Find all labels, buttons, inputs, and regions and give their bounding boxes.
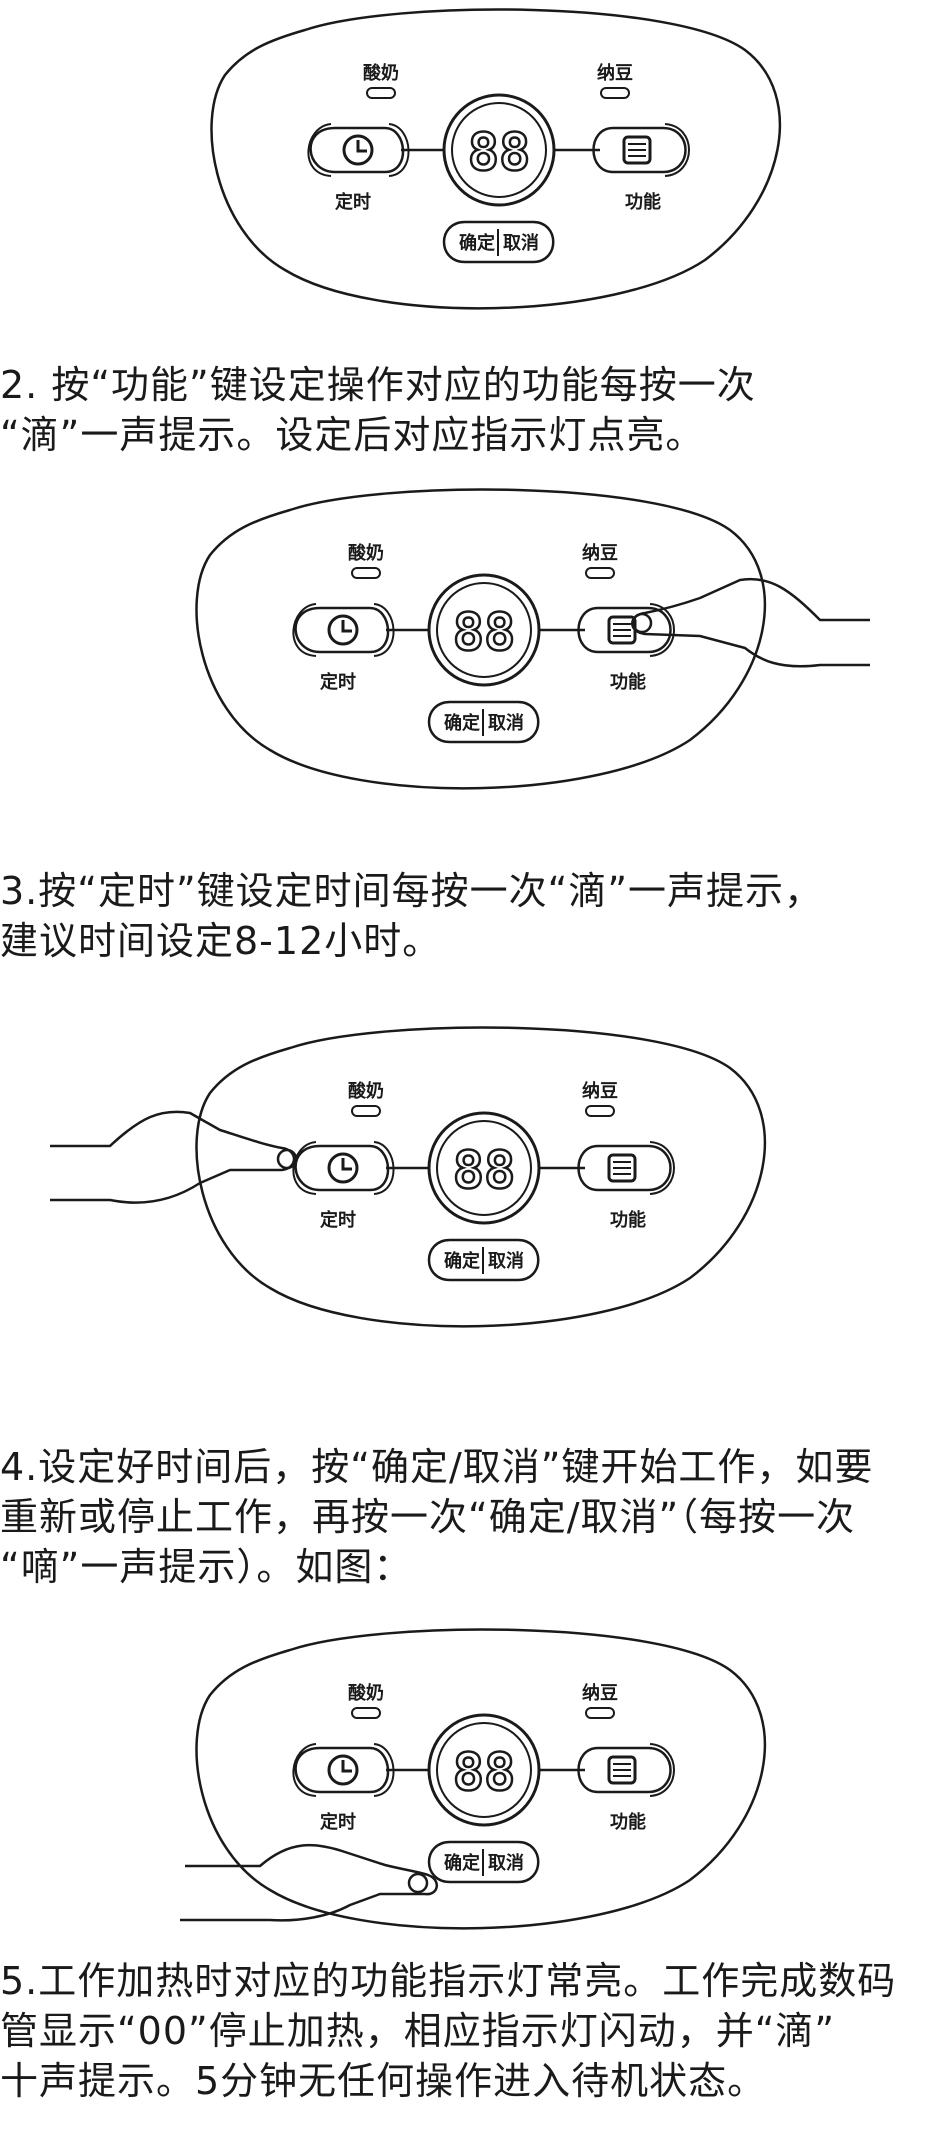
natto-indicator: 纳豆: [582, 542, 618, 579]
function-button[interactable]: [592, 123, 690, 177]
digital-display: 88: [427, 1111, 541, 1225]
yogurt-indicator: 酸奶: [348, 1080, 384, 1117]
panel-outline: [195, 1026, 767, 1328]
yogurt-label: 酸奶: [348, 542, 384, 564]
step-2-line-2: “滴”一声提示。设定后对应指示灯点亮。: [0, 413, 705, 457]
timer-button[interactable]: [292, 1141, 395, 1195]
natto-label: 纳豆: [582, 1080, 618, 1102]
display-readout: 88: [453, 1141, 516, 1201]
clock-icon: [327, 1754, 359, 1786]
natto-label: 纳豆: [582, 1682, 618, 1704]
function-button[interactable]: [577, 1141, 675, 1195]
menu-grid-icon: [607, 615, 637, 645]
function-label: 功能: [625, 191, 661, 213]
step-5-line-1: 5.工作加热时对应的功能指示灯常亮。工作完成数码: [0, 1959, 897, 2003]
natto-indicator: 纳豆: [597, 62, 633, 99]
yogurt-indicator: 酸奶: [348, 542, 384, 579]
panel-3: 酸奶 纳豆 定时 88: [0, 1018, 926, 1358]
panel-outline: [210, 8, 782, 310]
confirm-label: 确定: [444, 1250, 480, 1272]
step-5-text: 5.工作加热时对应的功能指示灯常亮。工作完成数码 管显示“00”停止加热，相应指…: [0, 1956, 926, 2106]
cancel-label: 取消: [488, 1852, 524, 1874]
clock-icon: [342, 134, 374, 166]
digital-display: 88: [427, 573, 541, 687]
function-button[interactable]: [577, 1743, 675, 1797]
digital-display: 88: [427, 1713, 541, 1827]
menu-grid-icon: [607, 1153, 637, 1183]
panel-2: 酸奶 纳豆 定时 88: [0, 480, 926, 820]
natto-indicator: 纳豆: [582, 1080, 618, 1117]
confirm-cancel-button[interactable]: 确定 取消: [427, 700, 540, 744]
step-4-line-1: 4.设定好时间后，按“确定/取消”键开始工作，如要: [0, 1445, 874, 1489]
confirm-cancel-button[interactable]: 确定 取消: [442, 220, 555, 264]
step-3-line-1: 3.按“定时”键设定时间每按一次“滴”一声提示，: [0, 869, 824, 913]
control-panel-svg: 酸奶 纳豆 定时 88: [195, 488, 870, 790]
clock-icon: [327, 1152, 359, 1184]
confirm-cancel-button[interactable]: 确定 取消: [427, 1840, 540, 1884]
step-4-line-2: 重新或停止工作，再按一次“确定/取消”（每按一次: [0, 1495, 856, 1539]
timer-label: 定时: [335, 191, 371, 213]
confirm-label: 确定: [444, 1852, 480, 1874]
yogurt-label: 酸奶: [348, 1080, 384, 1102]
control-panel-svg: 酸奶 纳豆 定时 88: [50, 1026, 767, 1328]
step-2-text: 2. 按“功能”键设定操作对应的功能每按一次 “滴”一声提示。设定后对应指示灯点…: [0, 360, 926, 460]
natto-label: 纳豆: [597, 62, 633, 84]
yogurt-indicator: 酸奶: [348, 1682, 384, 1719]
display-readout: 88: [453, 603, 516, 663]
digital-display: 88: [442, 93, 556, 207]
control-panel-svg: 酸奶 纳豆 定时 88: [180, 1628, 767, 1930]
yogurt-indicator: 酸奶: [363, 62, 399, 99]
natto-label: 纳豆: [582, 542, 618, 564]
step-4-text: 4.设定好时间后，按“确定/取消”键开始工作，如要 重新或停止工作，再按一次“确…: [0, 1442, 926, 1592]
hand-pointer-icon: [631, 577, 870, 668]
hand-layer: [631, 577, 870, 668]
step-5-line-3: 十声提示。5分钟无任何操作进入待机状态。: [0, 2059, 767, 2103]
timer-label: 定时: [320, 1209, 356, 1231]
hand-layer: [180, 1843, 438, 1922]
control-panel-svg: 酸奶 纳豆 定时 88: [210, 8, 782, 310]
timer-button[interactable]: [292, 1743, 395, 1797]
hand-layer: [50, 1110, 298, 1204]
panel-1: 酸奶 纳豆 定时 88: [0, 0, 926, 340]
timer-button[interactable]: [292, 603, 395, 657]
function-label: 功能: [610, 1209, 646, 1231]
yogurt-label: 酸奶: [348, 1682, 384, 1704]
hand-pointer-icon: [180, 1843, 438, 1922]
cancel-label: 取消: [488, 712, 524, 734]
function-label: 功能: [610, 671, 646, 693]
display-readout: 88: [468, 123, 531, 183]
hand-pointer-icon: [50, 1110, 298, 1204]
panel-outline: [195, 488, 767, 790]
menu-grid-icon: [607, 1755, 637, 1785]
step-2-line-1: 2. 按“功能”键设定操作对应的功能每按一次: [0, 363, 756, 407]
step-3-text: 3.按“定时”键设定时间每按一次“滴”一声提示， 建议时间设定8-12小时。: [0, 866, 926, 966]
panel-4: 酸奶 纳豆 定时 88: [0, 1620, 926, 1960]
confirm-label: 确定: [444, 712, 480, 734]
timer-button[interactable]: [307, 123, 410, 177]
cancel-label: 取消: [488, 1250, 524, 1272]
menu-grid-icon: [622, 135, 652, 165]
panel-outline: [195, 1628, 767, 1930]
clock-icon: [327, 614, 359, 646]
step-3-line-2: 建议时间设定8-12小时。: [0, 919, 442, 963]
function-label: 功能: [610, 1811, 646, 1833]
timer-label: 定时: [320, 671, 356, 693]
confirm-cancel-button[interactable]: 确定 取消: [427, 1238, 540, 1282]
yogurt-label: 酸奶: [363, 62, 399, 84]
function-button[interactable]: [577, 603, 675, 657]
step-5-line-2: 管显示“00”停止加热，相应指示灯闪动，并“滴”: [0, 2009, 836, 2053]
step-4-line-3: “嘀”一声提示）。如图：: [0, 1545, 413, 1589]
timer-label: 定时: [320, 1811, 356, 1833]
confirm-label: 确定: [459, 232, 495, 254]
cancel-label: 取消: [503, 232, 539, 254]
display-readout: 88: [453, 1743, 516, 1803]
natto-indicator: 纳豆: [582, 1682, 618, 1719]
